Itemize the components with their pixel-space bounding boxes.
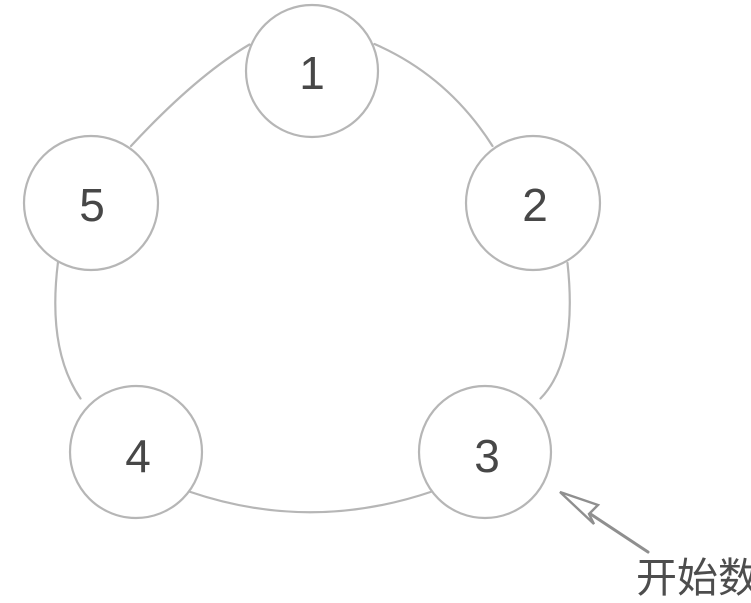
connector-3-to-4 [187,490,434,514]
connector-2-to-3 [539,261,571,400]
node-5-circle[interactable] [22,134,160,272]
node-3-circle[interactable] [417,384,553,520]
node-2-circle[interactable] [464,134,602,272]
node-1[interactable]: 1 [244,3,380,139]
node-4-label: 4 [125,430,151,482]
callout-arrow [559,490,650,554]
callout-label: 开始数 [636,555,751,601]
ring-nodes: 1 2 3 4 5 [22,3,602,520]
callout-arrow-shaft [587,511,650,554]
node-2[interactable]: 2 [464,134,602,272]
node-4[interactable]: 4 [68,384,204,520]
callout-arrow-head-icon [559,490,601,525]
node-2-label: 2 [522,179,548,231]
connector-4-to-5 [54,260,82,400]
node-3[interactable]: 3 [417,384,553,520]
node-3-label: 3 [474,430,500,482]
node-5-label: 5 [79,179,105,231]
node-1-label: 1 [299,47,325,99]
node-4-circle[interactable] [68,384,204,520]
node-5[interactable]: 5 [22,134,160,272]
connector-1-to-2 [373,42,494,148]
connector-5-to-1 [129,43,251,148]
node-1-circle[interactable] [244,3,380,139]
ring-connectors [54,42,571,514]
